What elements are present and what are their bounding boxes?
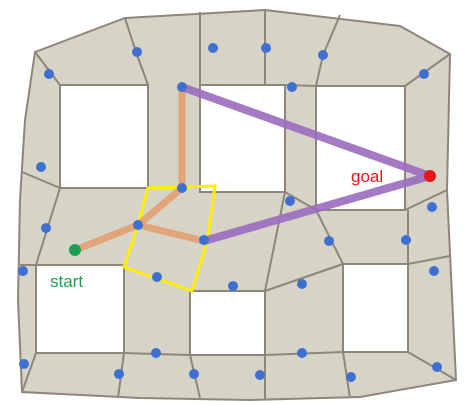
mesh-vertex: [318, 50, 328, 60]
mesh-edge: [264, 263, 344, 292]
mesh-edge: [34, 51, 61, 86]
mesh-edge: [404, 189, 448, 211]
mesh-vertex: [429, 266, 439, 276]
mesh-vertex: [18, 266, 28, 276]
goal-label: goal: [351, 167, 383, 186]
mesh-vertex: [19, 359, 29, 369]
mesh-vertex: [427, 202, 437, 212]
mesh-vertex: [346, 372, 356, 382]
mesh-vertex: [261, 43, 271, 53]
mesh-vertex: [324, 236, 334, 246]
mesh-vertex: [36, 162, 46, 172]
mesh-vertex: [189, 369, 199, 379]
mesh-vertices: [18, 43, 442, 382]
mesh-vertex: [177, 82, 187, 92]
mesh-vertex: [255, 370, 265, 380]
mesh-edge: [404, 53, 451, 87]
mesh-vertex: [297, 279, 307, 289]
mesh-vertex: [152, 272, 162, 282]
mesh-vertex: [401, 235, 411, 245]
mesh-edge: [21, 171, 61, 189]
mesh-vertex: [44, 69, 54, 79]
obstacle-hole: [35, 264, 125, 354]
start-point: [69, 244, 81, 256]
obstacle-hole: [342, 263, 409, 353]
mesh-vertex: [419, 69, 429, 79]
mesh-vertex: [151, 348, 161, 358]
mesh-vertex: [228, 281, 238, 291]
mesh-vertex: [132, 47, 142, 57]
mesh-vertex: [297, 348, 307, 358]
mesh-vertex: [199, 235, 209, 245]
mesh-vertex: [208, 43, 218, 53]
mesh-edge: [21, 352, 124, 393]
mesh-vertex: [285, 196, 295, 206]
mesh-vertex: [287, 82, 297, 92]
start-label: start: [50, 272, 83, 291]
mesh-vertex: [114, 369, 124, 379]
obstacle-hole: [189, 290, 266, 356]
goal-point: [424, 170, 436, 182]
mesh-vertex: [432, 362, 442, 372]
mesh-vertex: [41, 223, 51, 233]
mesh-edge: [264, 191, 286, 292]
mesh-vertex: [133, 220, 143, 230]
mesh-vertex: [177, 183, 187, 193]
obstacle-hole: [59, 84, 149, 189]
